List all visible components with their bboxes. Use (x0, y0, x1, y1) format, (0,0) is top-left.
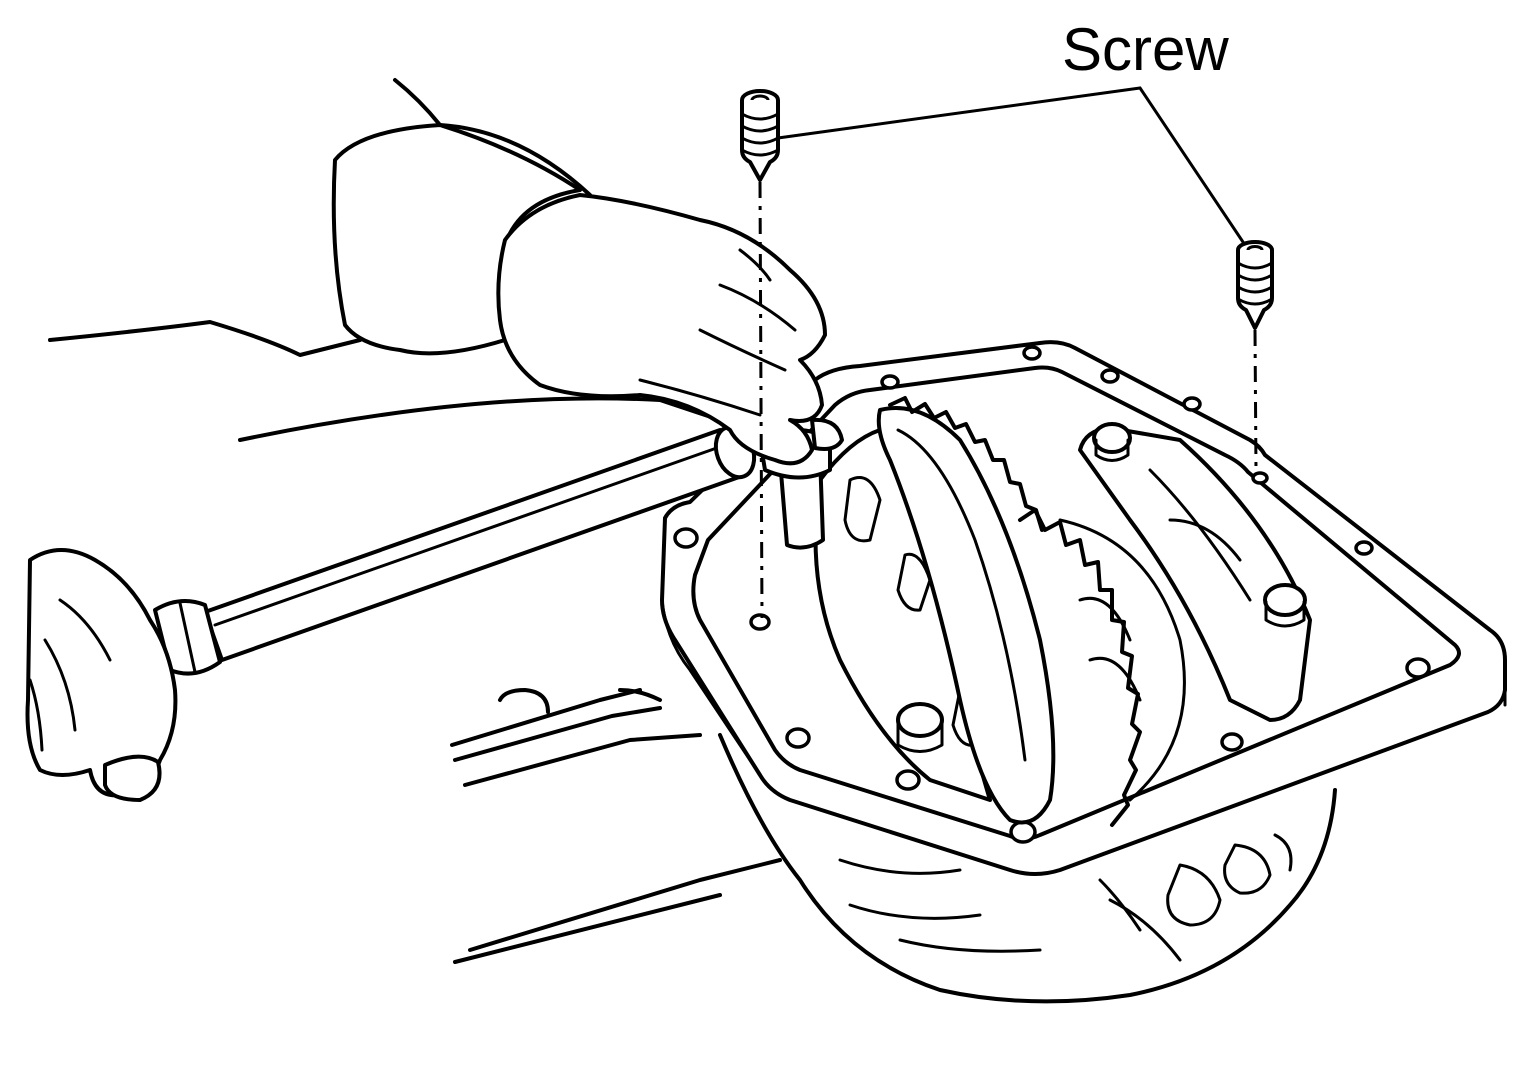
screw-icon (1236, 240, 1274, 330)
carrier-housing-body (718, 733, 1337, 1004)
axle-housing-lines (450, 688, 782, 964)
hand-holding-hammer (25, 548, 178, 802)
callout-leaders (776, 86, 1245, 244)
hand-holding-drift (48, 78, 844, 466)
differential-case-icon (813, 396, 1312, 827)
screw-callout-label: Screw (1062, 16, 1229, 83)
housing-flange (660, 340, 1507, 876)
screw-center-lines (758, 181, 1258, 619)
screw-icon (740, 89, 780, 182)
flange-bolt-holes (673, 345, 1431, 844)
hammer-icon (153, 424, 757, 676)
